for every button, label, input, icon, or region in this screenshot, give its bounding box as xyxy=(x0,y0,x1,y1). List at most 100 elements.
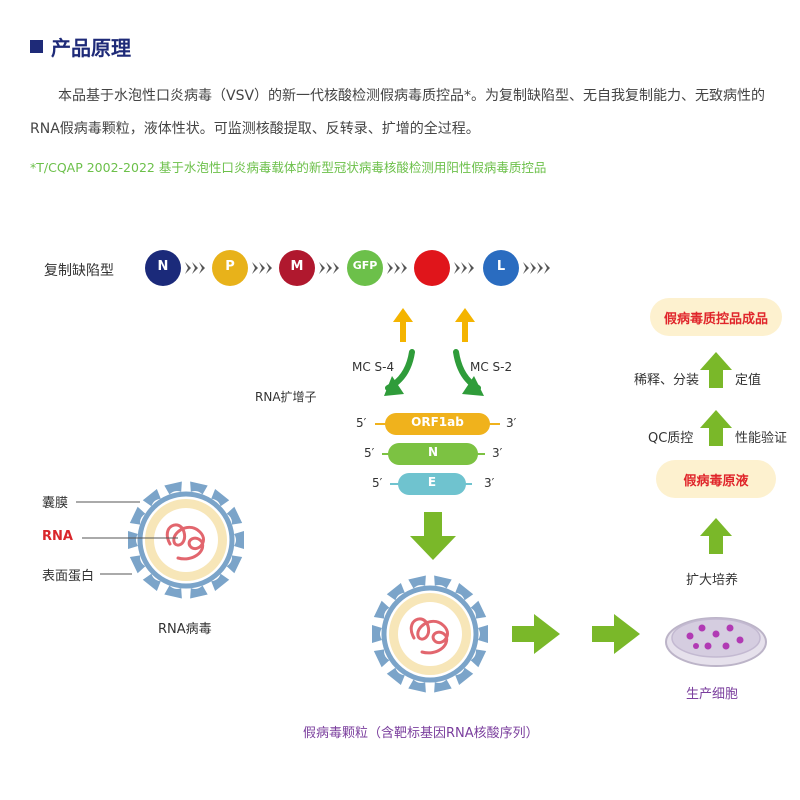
surface-protein-spike xyxy=(372,625,382,643)
orf1ab-5prime: 5′ xyxy=(356,416,367,430)
surface-protein-spike xyxy=(164,585,182,599)
chevron-right-icon xyxy=(259,262,265,274)
primer-right-label: MC S-2 xyxy=(470,360,513,374)
gene-circle-target xyxy=(414,250,450,286)
chevron-right-icon xyxy=(333,262,339,274)
surface-protein-spike xyxy=(386,667,405,685)
orf1ab-label: ORF1ab xyxy=(411,415,464,429)
value-assign-label: 定值 xyxy=(735,373,762,388)
production-cells-label: 生产细胞 xyxy=(686,687,739,702)
chevron-right-icon xyxy=(185,262,191,274)
surface-protein-spike xyxy=(455,583,474,601)
up-arrow-expand-icon xyxy=(700,518,732,554)
surface-protein-label: 表面蛋白 xyxy=(42,569,95,584)
e-5prime: 5′ xyxy=(372,476,383,490)
pseudovirus-illustration xyxy=(372,575,488,693)
chevron-right-icon xyxy=(199,262,205,274)
final-product-pill xyxy=(650,298,782,336)
gene-circle-m xyxy=(279,250,315,286)
rna-strand xyxy=(165,523,205,561)
chevron-right-icon xyxy=(537,262,543,274)
genome-chevrons xyxy=(185,262,550,274)
surface-protein-spike xyxy=(142,573,161,591)
surface-protein-spike xyxy=(408,679,426,693)
surface-protein-spike xyxy=(434,575,452,589)
chevron-right-icon xyxy=(394,262,400,274)
surface-protein-spike xyxy=(434,679,452,693)
surface-protein-spike xyxy=(373,600,390,619)
chevron-right-icon xyxy=(401,262,407,274)
qc-label: QC质控 xyxy=(648,431,694,446)
e-3prime: 3′ xyxy=(484,476,495,490)
gene-circle-gfp xyxy=(347,250,383,286)
pseudovirus-caption: 假病毒颗粒（含靶标基因RNA核酸序列） xyxy=(303,726,539,741)
chevron-right-icon xyxy=(523,262,529,274)
right-arrow-1-icon xyxy=(512,614,560,654)
chevron-right-icon xyxy=(387,262,393,274)
rna-virus-illustration xyxy=(76,481,244,599)
gene-circle-p xyxy=(212,250,248,286)
chevron-right-icon xyxy=(326,262,332,274)
primer-left-label: MC S-4 xyxy=(352,360,395,374)
up-arrow-right-icon xyxy=(455,308,475,342)
section-title: 产品原理 xyxy=(51,36,131,60)
surface-protein-spike xyxy=(128,531,138,549)
genome-label: 复制缺陷型 xyxy=(44,263,114,279)
right-arrow-2-icon xyxy=(592,614,640,654)
up-arrow-dilute-icon xyxy=(700,352,732,388)
up-arrow-qc-icon xyxy=(700,410,732,446)
surface-protein-spike xyxy=(455,667,474,685)
surface-protein-spike xyxy=(211,573,230,591)
surface-protein-spike xyxy=(226,555,243,574)
surface-protein-spike xyxy=(470,649,487,668)
performance-label: 性能验证 xyxy=(735,431,788,446)
chevron-right-icon xyxy=(530,262,536,274)
amplicon-segment-orf1ab xyxy=(375,413,500,435)
n-3prime: 3′ xyxy=(492,446,503,460)
surface-protein-spike xyxy=(129,555,146,574)
chevron-right-icon xyxy=(454,262,460,274)
amplicon-segment-e xyxy=(390,473,472,495)
surface-protein-spike xyxy=(408,575,426,589)
gene-circle-n xyxy=(145,250,181,286)
primer-arrow-left-icon xyxy=(384,349,415,396)
surface-protein-spike xyxy=(190,481,208,495)
rna-label: RNA xyxy=(42,529,73,544)
gene-label-p: P xyxy=(225,259,235,274)
genome-circles xyxy=(145,250,519,286)
rna-virus-caption: RNA病毒 xyxy=(158,622,212,637)
surface-protein-spike xyxy=(226,506,243,525)
surface-protein-spike xyxy=(470,600,487,619)
heading-square-icon xyxy=(30,40,43,53)
surface-protein-spike xyxy=(211,489,230,507)
chevron-right-icon xyxy=(252,262,258,274)
surface-protein-spike xyxy=(234,531,244,549)
chevron-right-icon xyxy=(544,262,550,274)
final-product-label: 假病毒质控品成品 xyxy=(663,312,768,327)
surface-protein-spike xyxy=(373,649,390,668)
surface-protein-spike xyxy=(386,583,405,601)
n-segment-label: N xyxy=(427,445,439,459)
down-arrow-icon xyxy=(410,512,456,560)
chevron-right-icon xyxy=(468,262,474,274)
standard-footnote: *T/CQAP 2002-2022 基于水泡性口炎病毒载体的新型冠状病毒核酸检测… xyxy=(30,160,547,175)
amplicon-segment-n xyxy=(382,443,485,465)
surface-protein-spike xyxy=(129,506,146,525)
chevron-right-icon xyxy=(192,262,198,274)
chevron-right-icon xyxy=(461,262,467,274)
amplicon-title: RNA扩增子 xyxy=(255,390,317,404)
expand-culture-label: 扩大培养 xyxy=(686,573,739,588)
surface-protein-spike xyxy=(478,625,488,643)
e-segment-label: E xyxy=(427,475,437,489)
n-5prime: 5′ xyxy=(364,446,375,460)
intro-paragraph: 本品基于水泡性口炎病毒（VSV）的新一代核酸检测假病毒质控品*。为复制缺陷型、无… xyxy=(30,88,766,137)
rna-strand xyxy=(409,617,449,655)
surface-protein-spike xyxy=(142,489,161,507)
envelope-label: 囊膜 xyxy=(42,496,69,511)
surface-protein-spike xyxy=(190,585,208,599)
dilute-label: 稀释、分装 xyxy=(634,373,700,388)
gene-label-n: N xyxy=(157,259,169,274)
stock-label: 假病毒原液 xyxy=(683,474,749,489)
gene-label-l: L xyxy=(496,259,506,274)
